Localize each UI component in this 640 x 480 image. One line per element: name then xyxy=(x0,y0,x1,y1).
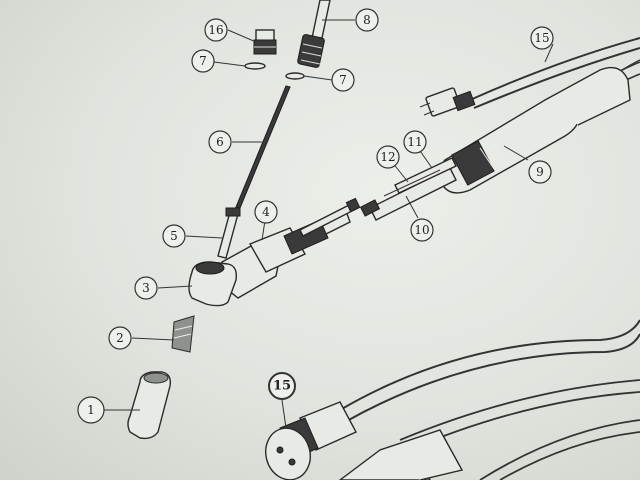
torch-head xyxy=(221,197,361,299)
svg-text:7: 7 xyxy=(339,73,347,87)
electrode-rod xyxy=(235,85,291,209)
callout-1: 1 xyxy=(77,396,105,424)
svg-text:8: 8 xyxy=(363,13,371,27)
hose-fitting xyxy=(297,0,331,68)
connector-housing xyxy=(265,401,357,480)
svg-text:1: 1 xyxy=(87,403,95,417)
svg-text:15: 15 xyxy=(534,31,549,45)
svg-text:2: 2 xyxy=(116,331,124,345)
svg-text:3: 3 xyxy=(142,281,150,295)
callout-4: 4 xyxy=(254,200,278,224)
leader-lines xyxy=(104,19,554,429)
handle-grip-ring xyxy=(451,140,509,186)
callout-16: 16 xyxy=(204,18,228,42)
svg-text:15: 15 xyxy=(273,379,291,394)
gas-lens xyxy=(171,315,195,353)
svg-text:12: 12 xyxy=(380,150,395,164)
callout-9: 9 xyxy=(528,160,552,184)
control-plug xyxy=(419,87,476,117)
torch-handle xyxy=(438,66,631,194)
svg-text:4: 4 xyxy=(262,205,270,219)
callout-2: 2 xyxy=(108,326,132,350)
collet-body xyxy=(217,207,241,259)
callout-7-left: 7 xyxy=(191,49,215,73)
ceramic-cup xyxy=(188,261,238,307)
callout-7-right: 7 xyxy=(331,68,355,92)
callout-3: 3 xyxy=(134,276,158,300)
callout-10: 10 xyxy=(410,218,434,242)
o-ring-left xyxy=(244,62,266,70)
svg-text:10: 10 xyxy=(414,223,429,237)
svg-text:16: 16 xyxy=(208,23,223,37)
inner-tube-assembly xyxy=(359,157,457,221)
svg-text:9: 9 xyxy=(536,165,544,179)
callout-11: 11 xyxy=(403,130,427,154)
callout-15-lower: 15 xyxy=(268,372,296,400)
callout-5: 5 xyxy=(162,224,186,248)
callout-6: 6 xyxy=(208,130,232,154)
nozzle xyxy=(127,371,172,440)
svg-text:6: 6 xyxy=(216,135,224,149)
svg-text:7: 7 xyxy=(199,54,207,68)
nut-fitting xyxy=(253,29,277,55)
connector-sleeve xyxy=(338,429,464,480)
svg-text:5: 5 xyxy=(170,229,178,243)
o-ring-right xyxy=(285,72,305,80)
callout-12: 12 xyxy=(376,145,400,169)
callout-15-upper: 15 xyxy=(530,26,554,50)
svg-text:11: 11 xyxy=(407,135,422,149)
callout-8: 8 xyxy=(355,8,379,32)
